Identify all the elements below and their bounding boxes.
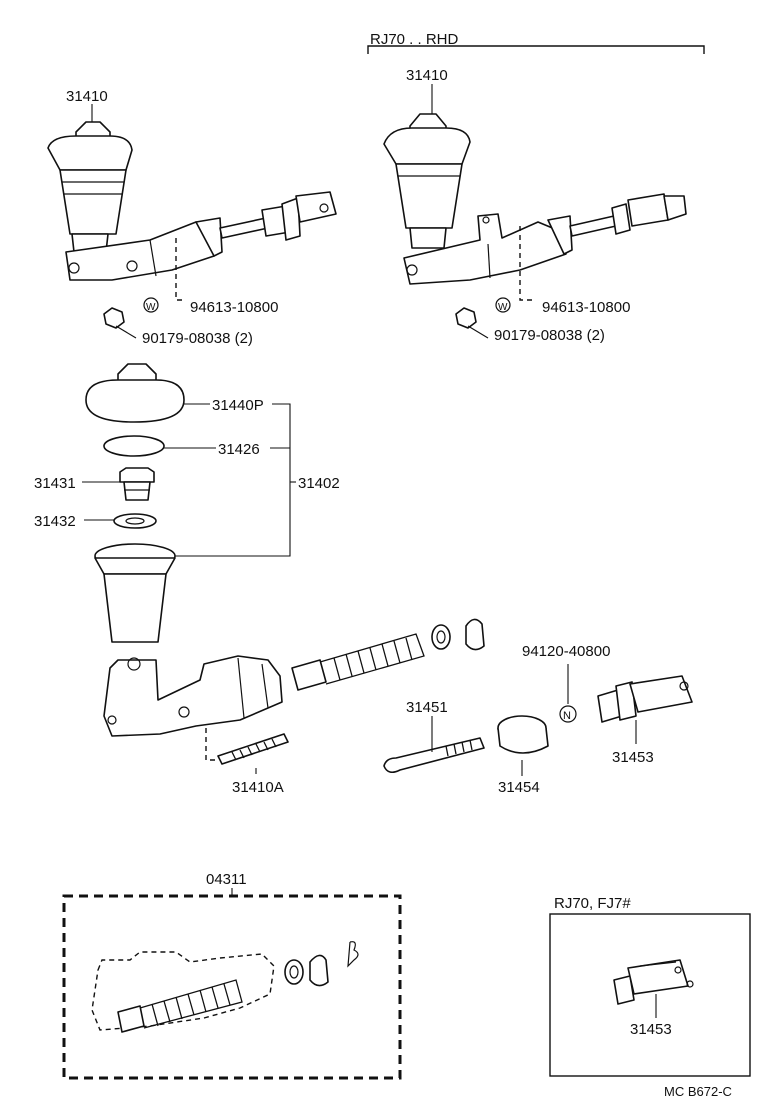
stud-bolt-part: [217, 733, 289, 765]
label-31410a: 31410A: [232, 779, 284, 796]
cup-seal-part: [431, 624, 451, 650]
reservoir-grommet-part: [113, 513, 157, 529]
snap-ring-part: [465, 618, 485, 651]
label-31410-lhd: 31410: [66, 88, 108, 105]
reservoir-union-part: [119, 467, 155, 501]
label-94120-40800: 94120-40800: [522, 643, 610, 660]
push-rod-part: [383, 737, 485, 774]
label-31451: 31451: [406, 699, 448, 716]
reservoir-tank-part: [94, 543, 176, 643]
label-90179-08038-lhd: 90179-08038 (2): [142, 330, 253, 347]
label-31453: 31453: [612, 749, 654, 766]
variant-header-rhd-group: RJ70 . . RHD: [367, 31, 705, 54]
label-31453-inset: 31453: [630, 1021, 672, 1038]
kit-contents: [91, 941, 359, 1033]
clevis-part: [597, 675, 693, 723]
label-31440p: 31440P: [212, 397, 264, 414]
label-90179-08038-rhd: 90179-08038 (2): [494, 327, 605, 344]
diagram-code: MC B672-C: [664, 1084, 732, 1099]
diaphragm-part: [103, 435, 165, 457]
inset-frame: [549, 913, 751, 1077]
washer-mark-rhd: W: [498, 302, 508, 313]
label-31454: 31454: [498, 779, 540, 796]
boot-part: [497, 715, 549, 754]
label-31431: 31431: [34, 475, 76, 492]
label-94613-10800-rhd: 94613-10800: [542, 299, 630, 316]
variant-header-rhd: RJ70 . . RHD: [370, 31, 459, 48]
reservoir-cap-part: [85, 363, 185, 423]
master-cylinder-assembly-lhd: [47, 121, 337, 329]
label-94613-10800-lhd: 94613-10800: [190, 299, 278, 316]
master-cylinder-assembly-rhd: [383, 113, 687, 329]
label-31410-rhd: 31410: [406, 67, 448, 84]
cylinder-body-part: [103, 655, 283, 737]
nut-mark: N: [563, 710, 571, 722]
label-31402: 31402: [298, 475, 340, 492]
kit-frame: [62, 894, 402, 1080]
label-04311: 04311: [206, 871, 247, 888]
variant-header-inset: RJ70, FJ7#: [554, 895, 631, 912]
label-31426: 31426: [218, 441, 260, 458]
washer-mark-lhd: W: [146, 302, 156, 313]
clevis-inset-part: [613, 959, 694, 1005]
piston-spring-part: [291, 633, 425, 691]
nut-small-part: N: [559, 705, 577, 723]
label-31432: 31432: [34, 513, 76, 530]
